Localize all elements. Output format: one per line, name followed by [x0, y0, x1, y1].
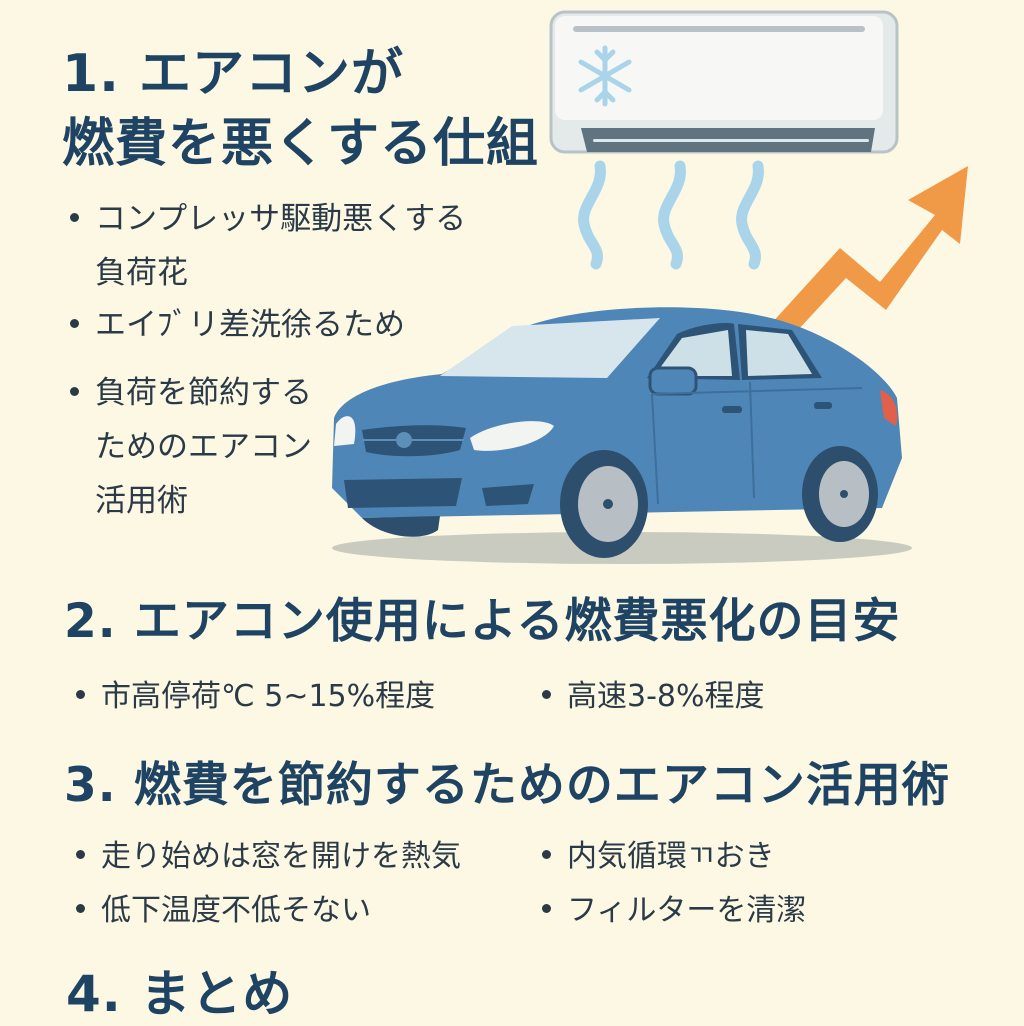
section1-bullet-2: エイﾌﾞリ差洗徐るため: [70, 298, 405, 352]
bullet-dot: [70, 387, 79, 396]
bullet-text: フィルターを清潔: [567, 893, 807, 928]
bullet-dot: [76, 690, 85, 699]
section3-heading: 3. 燃費を節約するためのエアコン活用術: [64, 758, 950, 813]
car-icon: [332, 307, 912, 564]
section2-heading: 2. エアコン使用による燃費悪化の目安: [64, 594, 901, 649]
bullet-text-continued: ためのエアコン: [95, 429, 312, 465]
bullet-dot: [542, 904, 551, 913]
snowflake-icon: [578, 45, 632, 107]
section3-bullet-4: フィルターを清潔: [542, 884, 806, 938]
section1-heading-line1: 1. エアコンが: [62, 44, 405, 104]
bullet-dot: [542, 850, 551, 859]
section3-bullet-2: 内気循環ㄲおき: [542, 830, 775, 884]
bullet-dot: [542, 690, 551, 699]
bullet-text: 内気循環ㄲおき: [567, 839, 775, 874]
section2-bullet-2: 高速3-8%程度: [542, 670, 765, 724]
section3-bullet-1: 走り始めは窓を開けを熱気: [76, 830, 461, 884]
bullet-text: 負荷を節約する: [95, 375, 312, 411]
wheel: [802, 446, 878, 542]
bullet-text: 高速3-8%程度: [567, 679, 765, 714]
section1-heading-line2: 燃費を悪くする仕組: [62, 114, 540, 174]
section1-bullet-3: 負荷を節約する ためのエアコン 活用術: [70, 366, 312, 528]
bullet-text-continued: 負荷花: [95, 255, 188, 291]
bullet-dot: [70, 319, 79, 328]
bullet-text: 走り始めは窓を開けを熱気: [101, 839, 461, 874]
bullet-text: エイﾌﾞリ差洗徐るため: [95, 307, 405, 343]
section3-bullet-3: 低下温度不低そない: [76, 884, 371, 938]
bullet-dot: [76, 850, 85, 859]
section1-bullet-1: コンプレッサ駆動悪くする 負荷花: [70, 192, 466, 300]
bullet-text: コンプレッサ駆動悪くする: [95, 201, 467, 237]
section4-heading: 4. まとめ: [66, 965, 294, 1023]
air-conditioner-icon: [549, 10, 899, 154]
bullet-dot: [76, 904, 85, 913]
wheel: [560, 450, 648, 558]
bullet-text: 市高停荷℃ 5~15%程度: [101, 679, 436, 714]
bullet-dot: [70, 213, 79, 222]
rising-arrow-icon: [770, 166, 968, 330]
bullet-text-continued: 活用術: [95, 483, 188, 519]
cold-air-wave-icon: [578, 160, 764, 270]
bullet-text: 低下温度不低そない: [101, 893, 371, 928]
section2-bullet-1: 市高停荷℃ 5~15%程度: [76, 670, 435, 724]
